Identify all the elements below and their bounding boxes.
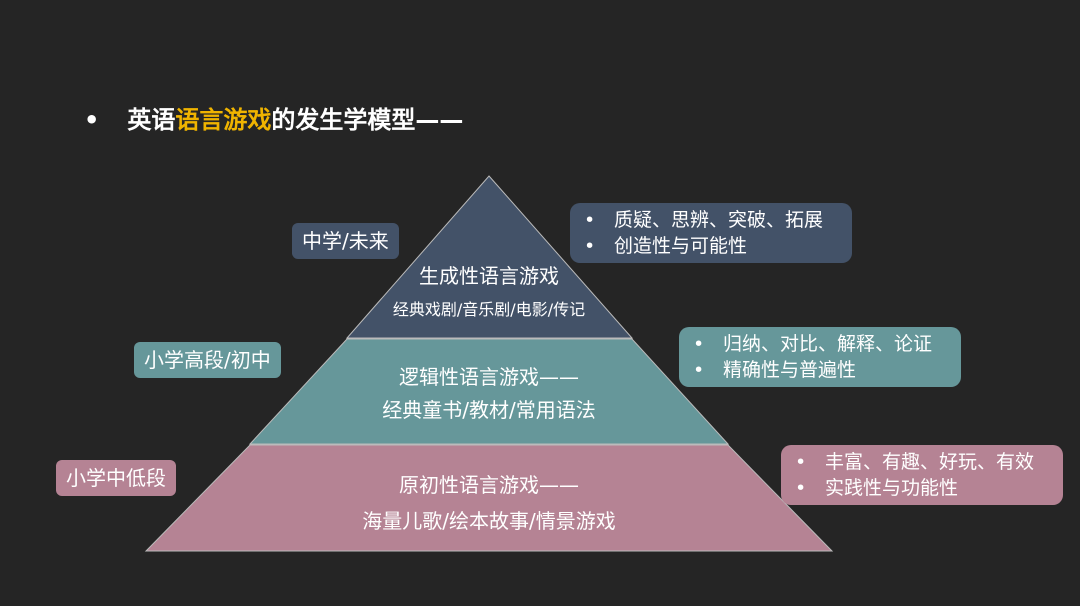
title-bullet: • <box>84 106 100 134</box>
bullet: • <box>584 235 596 257</box>
list-item: • 归纳、对比、解释、论证 <box>693 331 947 357</box>
top-points-box: • 质疑、思辨、突破、拓展 • 创造性与可能性 <box>570 203 852 263</box>
stage-tag-bottom: 小学中低段 <box>56 460 176 496</box>
bottom-layer-sub: 海量儿歌/绘本故事/情景游戏 <box>362 509 616 533</box>
title-prefix: 英语 <box>127 106 176 134</box>
top-layer-name: 生成性语言游戏 <box>419 264 559 288</box>
pyramid-bottom-layer <box>144 444 834 552</box>
point-text: 创造性与可能性 <box>614 235 748 257</box>
top-layer-sub: 经典戏剧/音乐剧/电影/传记 <box>392 300 586 319</box>
point-text: 精确性与普遍性 <box>723 359 857 381</box>
stage-tag-middle: 小学高段/初中 <box>134 342 281 378</box>
middle-layer-sub: 经典童书/教材/常用语法 <box>382 398 596 422</box>
point-text: 丰富、有趣、好玩、有效 <box>825 451 1035 473</box>
pyramid-middle-layer <box>248 338 730 445</box>
list-item: • 创造性与可能性 <box>584 233 838 259</box>
title-suffix: 的发生学模型—— <box>271 106 464 134</box>
list-item: • 丰富、有趣、好玩、有效 <box>795 449 1049 475</box>
pyramid-top-layer <box>345 175 634 339</box>
middle-layer-name: 逻辑性语言游戏—— <box>399 365 579 389</box>
bullet: • <box>795 451 807 473</box>
list-item: • 质疑、思辨、突破、拓展 <box>584 207 838 233</box>
stage-tag-top: 中学/未来 <box>292 223 399 259</box>
point-text: 质疑、思辨、突破、拓展 <box>614 209 824 231</box>
bottom-layer-name: 原初性语言游戏—— <box>399 473 579 497</box>
point-text: 实践性与功能性 <box>825 477 959 499</box>
list-item: • 实践性与功能性 <box>795 475 1049 501</box>
bullet: • <box>584 209 596 231</box>
point-text: 归纳、对比、解释、论证 <box>723 333 933 355</box>
bullet: • <box>795 477 807 499</box>
bullet: • <box>693 359 705 381</box>
list-item: • 精确性与普遍性 <box>693 357 947 383</box>
bullet: • <box>693 333 705 355</box>
middle-points-box: • 归纳、对比、解释、论证 • 精确性与普遍性 <box>679 327 961 387</box>
slide-title: • 英语语言游戏的发生学模型—— <box>84 100 463 135</box>
bottom-points-box: • 丰富、有趣、好玩、有效 • 实践性与功能性 <box>781 445 1063 505</box>
title-highlight: 语言游戏 <box>175 106 272 134</box>
